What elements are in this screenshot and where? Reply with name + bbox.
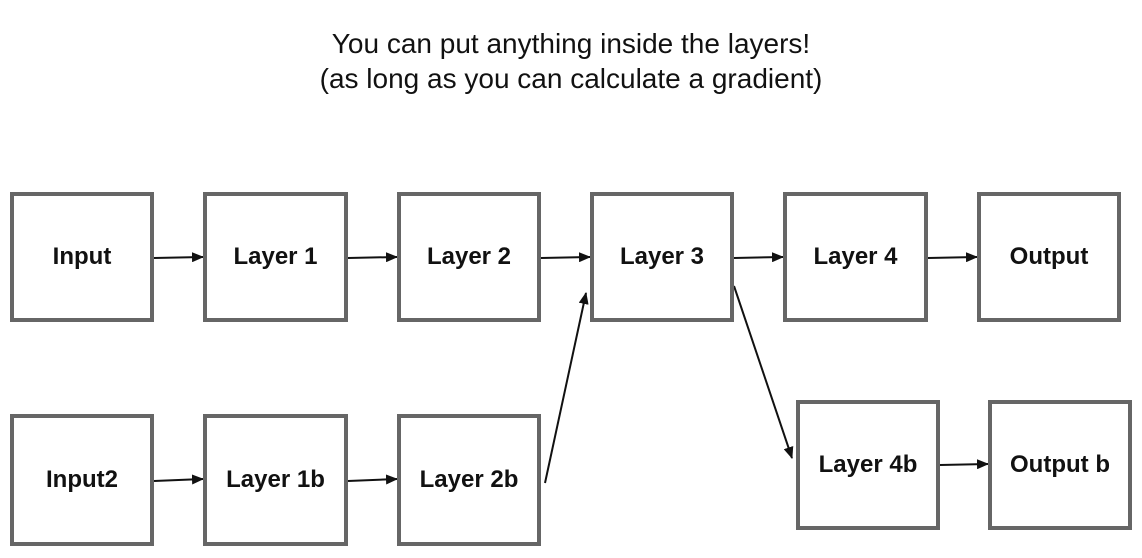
diagram-title-line-2: (as long as you can calculate a gradient… xyxy=(319,63,823,94)
edge-layer-2b-to-layer-3 xyxy=(544,292,589,484)
edge-layer-3-to-layer-4 xyxy=(733,252,784,263)
edge-layer-1b-to-layer-2b xyxy=(347,474,398,485)
node-layer-2b: Layer 2b xyxy=(397,414,541,546)
edge-layer-4-to-output xyxy=(927,252,978,263)
node-layer-1b: Layer 1b xyxy=(203,414,348,546)
edge-layer-3-to-layer-4b xyxy=(733,285,794,459)
edge-layer-2-to-layer-3 xyxy=(540,252,591,263)
node-input2: Input2 xyxy=(10,414,154,546)
node-layer-4: Layer 4 xyxy=(783,192,928,322)
node-layer-1: Layer 1 xyxy=(203,192,348,322)
node-layer-2: Layer 2 xyxy=(397,192,541,322)
edge-input-to-layer-1 xyxy=(153,252,204,263)
node-layer-4b: Layer 4b xyxy=(796,400,940,530)
node-layer-3: Layer 3 xyxy=(590,192,734,322)
diagram-title-line-1: You can put anything inside the layers! xyxy=(331,28,811,59)
node-input: Input xyxy=(10,192,154,322)
node-output: Output xyxy=(977,192,1121,322)
edge-input2-to-layer-1b xyxy=(153,474,204,485)
edge-layer-4b-to-output-b xyxy=(939,459,989,470)
edge-layer-1-to-layer-2 xyxy=(347,252,398,263)
node-output-b: Output b xyxy=(988,400,1132,530)
